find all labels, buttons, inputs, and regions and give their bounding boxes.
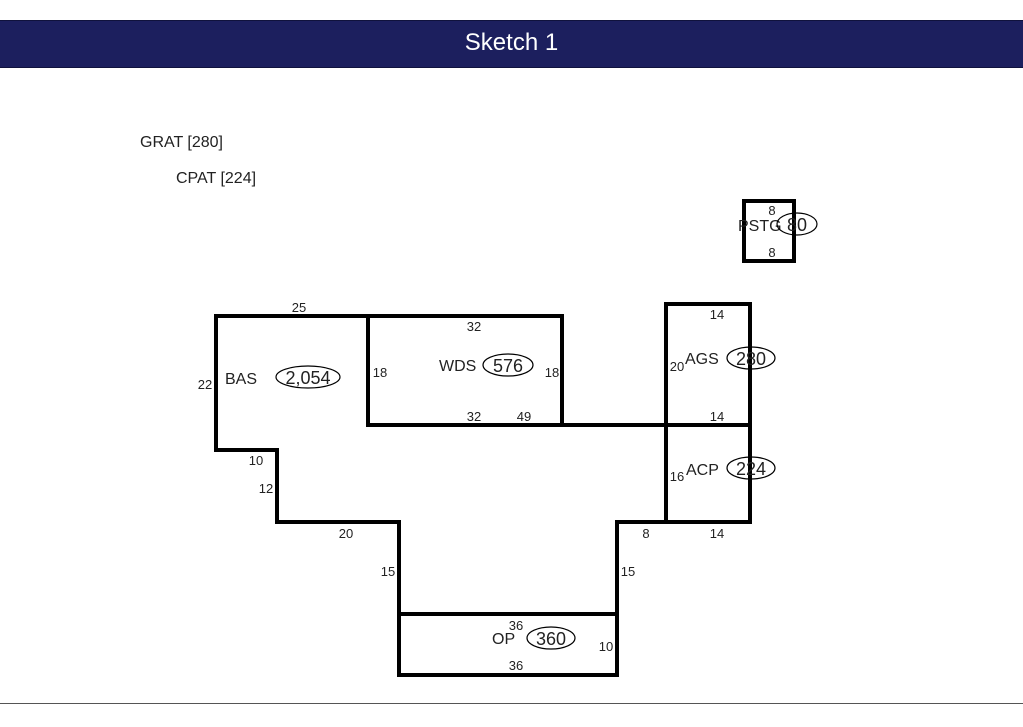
legend-cpat: CPAT [224] [176,170,256,187]
right-step-outline [615,520,668,616]
wds-outline [366,314,564,427]
pstg-area-value: 80 [787,215,807,235]
acp-outline [664,423,752,524]
dim-drop-right: 15 [621,564,635,579]
legend-grat: GRAT [280] [140,134,223,151]
dim-wds-left: 18 [373,365,387,380]
acp-label: ACP [686,462,719,479]
dim-op-right: 10 [599,639,613,654]
dim-bas-step-height: 12 [259,481,273,496]
dim-ags-left: 20 [670,359,684,374]
dim-pstg-top: 8 [768,203,775,218]
dim-ags-mid: 14 [710,409,724,424]
ags-outline [664,302,752,427]
dim-op-top: 36 [509,618,523,633]
dim-bas-step-width: 10 [249,453,263,468]
dim-acp-bottom: 14 [710,526,724,541]
dim-bas-bottom: 20 [339,526,353,541]
dim-wds-bottom: 32 [467,409,481,424]
ags-area-oval [726,346,776,370]
ags-area-value: 280 [736,349,766,369]
dim-op-bottom: 36 [509,658,523,673]
dim-wds-top: 32 [467,319,481,334]
ags-label: AGS [685,351,719,368]
dim-acp-left: 16 [670,469,684,484]
wds-area-oval [482,353,534,377]
op-outline [397,612,619,677]
dim-connector: 49 [517,409,531,424]
op-area-value: 360 [536,629,566,649]
dim-bas-drop-left: 15 [381,564,395,579]
footer-divider [0,703,1023,704]
bas-label: BAS [225,371,257,388]
wds-label: WDS [439,358,476,375]
pstg-outline [742,199,796,263]
acp-area-value: 224 [736,459,766,479]
page-title: Sketch 1 [464,29,559,56]
bas-area-value: 2,054 [285,368,330,388]
dim-bas-top: 25 [292,300,306,315]
op-area-oval [526,626,576,650]
wds-area-value: 576 [493,356,523,376]
pstg-label: PSTG [738,218,782,235]
dim-pstg-bottom: 8 [768,245,775,260]
dim-wds-right: 18 [545,365,559,380]
bas-area-oval [275,365,341,389]
dim-acp-step: 8 [642,526,649,541]
sketch-header: Sketch 1 [0,20,1023,68]
pstg-area-oval [776,212,818,236]
op-label: OP [492,631,515,648]
bas-outline [214,314,401,616]
acp-area-oval [726,456,776,480]
dim-bas-left: 22 [198,377,212,392]
dim-ags-top: 14 [710,307,724,322]
